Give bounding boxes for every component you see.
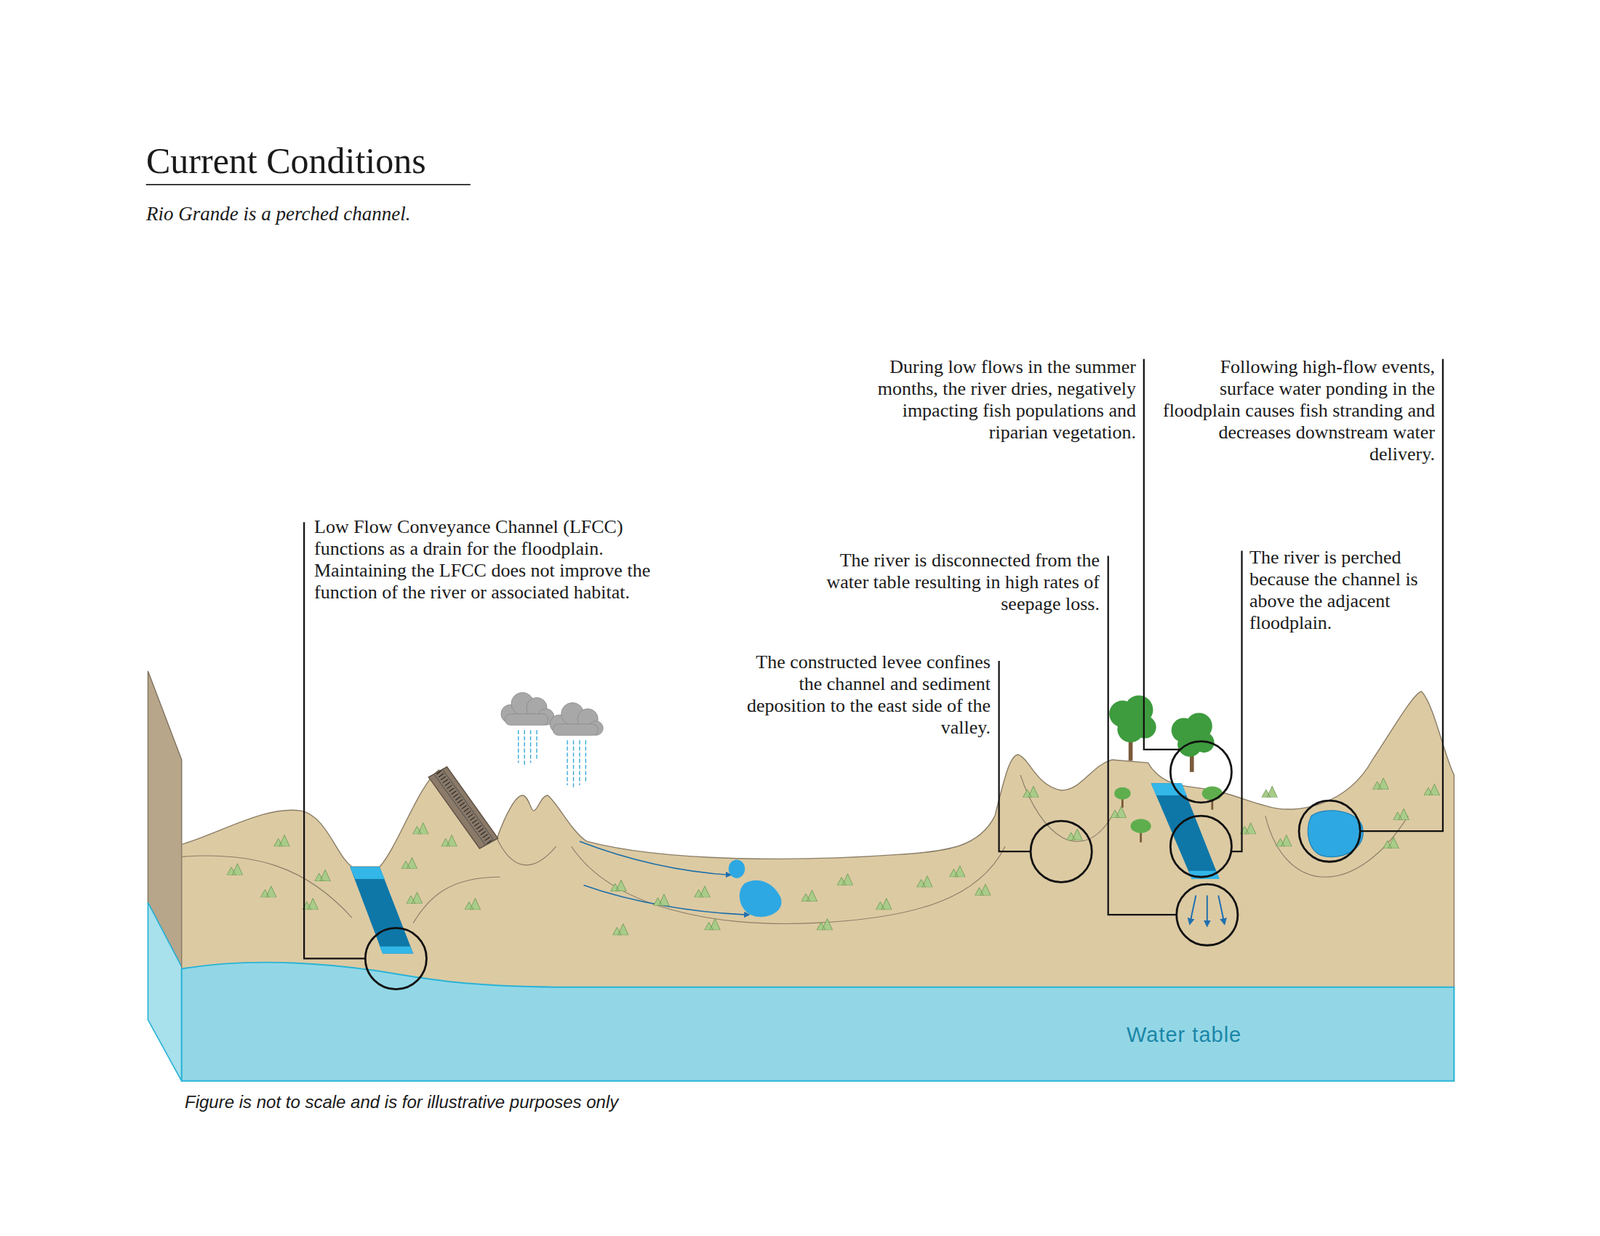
tree xyxy=(1109,696,1157,762)
water-table-label-box: Water table xyxy=(1126,1022,1242,1048)
rail-ties xyxy=(438,772,490,843)
water-table-label: Water table xyxy=(1126,1022,1242,1048)
pond xyxy=(739,880,782,918)
rain-cloud xyxy=(501,692,603,736)
water-table xyxy=(181,962,1455,1082)
river-water xyxy=(1151,783,1187,796)
caption: Figure is not to scale and is for illust… xyxy=(184,1091,619,1114)
callout-text-box: The constructed levee confines the chann… xyxy=(732,651,991,739)
pond xyxy=(728,859,745,878)
rail xyxy=(442,770,494,841)
callout-circle xyxy=(365,741,1360,990)
seepage-arrows xyxy=(1189,896,1225,927)
callout-text: Following high-flow events, surface wate… xyxy=(1162,356,1435,466)
title-box: Current Conditions xyxy=(146,140,427,182)
shrubs xyxy=(226,778,1440,936)
title: Current Conditions xyxy=(146,140,427,182)
callout-text-box: Low Flow Conveyance Channel (LFCC) funct… xyxy=(314,516,693,604)
leader-line xyxy=(304,359,1443,960)
callout-text-box: Following high-flow events, surface wate… xyxy=(1162,356,1435,466)
callout-text-box: The river is disconnected from the water… xyxy=(805,549,1100,616)
callout-text: During low flows in the summer months, t… xyxy=(856,356,1136,444)
caption-box: Figure is not to scale and is for illust… xyxy=(184,1091,619,1114)
callout-text-box: During low flows in the summer months, t… xyxy=(856,356,1136,444)
floodplain-land xyxy=(181,691,1455,995)
lfcc-water xyxy=(349,866,385,880)
subtitle-box: Rio Grande is a perched channel. xyxy=(146,202,411,226)
callout-text: The river is disconnected from the water… xyxy=(805,549,1100,616)
runoff-arrow xyxy=(579,841,731,875)
callout-text: The river is perched because the channel… xyxy=(1249,546,1421,635)
rain xyxy=(518,730,587,788)
callout-text: The constructed levee confines the chann… xyxy=(732,651,991,739)
lfcc-channel xyxy=(349,866,414,954)
runoff-arrow xyxy=(584,885,750,915)
lfcc-water xyxy=(379,946,414,955)
callout-text-box: The river is perched because the channel… xyxy=(1249,546,1421,635)
title-underline xyxy=(146,184,471,186)
water-table-side xyxy=(147,902,182,1081)
callout-text: Low Flow Conveyance Channel (LFCC) funct… xyxy=(314,516,693,604)
rail xyxy=(434,775,486,846)
railroad xyxy=(428,767,498,849)
small-tree xyxy=(1114,786,1223,843)
subtitle: Rio Grande is a perched channel. xyxy=(146,202,411,226)
